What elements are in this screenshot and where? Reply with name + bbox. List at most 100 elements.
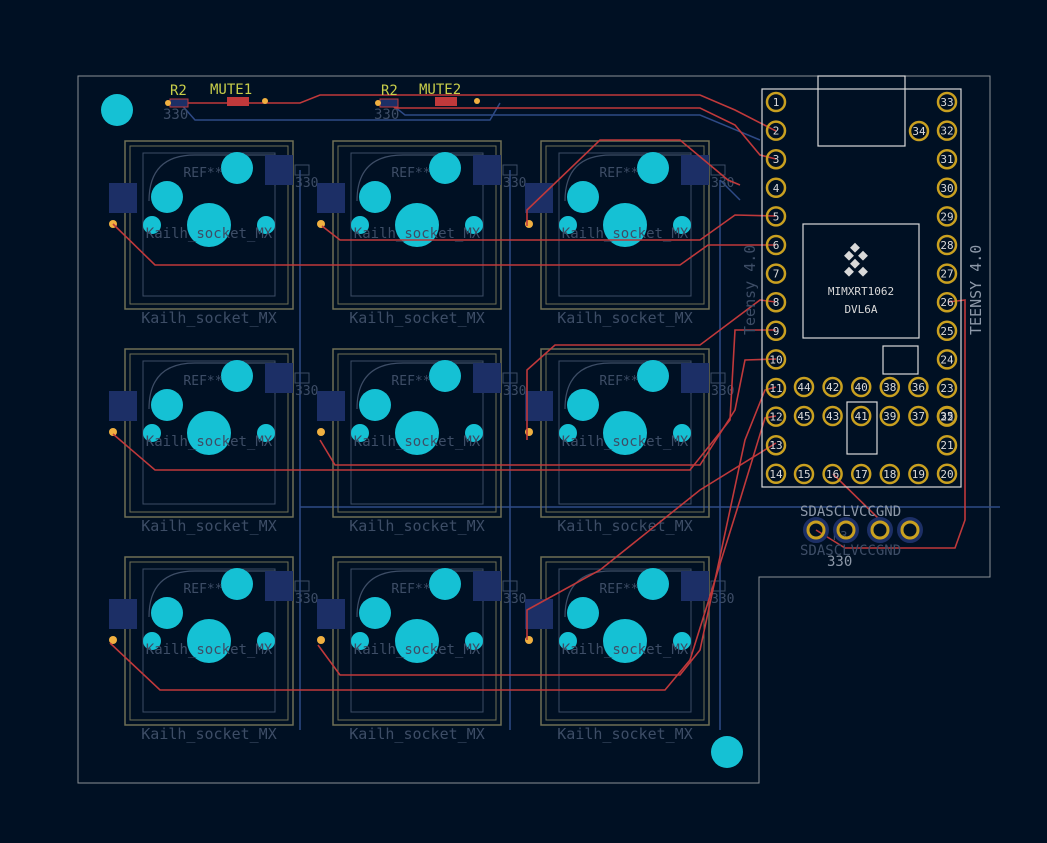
mcu-chip-outline xyxy=(802,223,920,339)
svg-text:9: 9 xyxy=(773,325,780,338)
switch-peg-hole xyxy=(143,632,161,650)
switch-peg-hole xyxy=(673,216,691,234)
switch-center-hole xyxy=(187,203,231,247)
svg-text:45: 45 xyxy=(797,410,810,423)
switch-peg-hole xyxy=(257,216,275,234)
switch-ref-label: REF** xyxy=(391,166,430,181)
socket-pad-right xyxy=(473,571,501,601)
svg-text:3: 3 xyxy=(773,153,780,166)
nxp-logo-icon xyxy=(844,242,868,277)
switch-footprint-label: Kailh_socket_MX xyxy=(349,309,484,327)
i2c-pin xyxy=(867,517,893,543)
teensy-pin-left: 7 xyxy=(765,263,787,284)
socket-pad-right xyxy=(681,571,709,601)
svg-text:41: 41 xyxy=(855,410,868,423)
svg-text:18: 18 xyxy=(883,468,896,481)
socket-pad-left xyxy=(317,599,345,629)
switch-center-hole xyxy=(187,411,231,455)
socket-pad-left xyxy=(317,183,345,213)
switch-grid: 330REF**Kailh_socket_MXKailh_socket_MX33… xyxy=(109,140,734,743)
teensy-pin-inner: 42 xyxy=(822,376,843,398)
switch-peg-hole xyxy=(351,632,369,650)
switch-pin-hole xyxy=(429,152,461,184)
teensy-pin-inner: 34 xyxy=(908,120,930,142)
socket-pad-left xyxy=(525,391,553,421)
switch-center-hole xyxy=(395,411,439,455)
switch-footprint-label-back: Kailh_socket_MX xyxy=(562,226,689,242)
switch-footprint-label: Kailh_socket_MX xyxy=(141,517,276,535)
board-edge-outline xyxy=(77,75,991,784)
teensy-pin-right: 30 xyxy=(936,177,958,199)
socket-pad-right xyxy=(473,363,501,393)
teensy-pin-left: 2 xyxy=(765,120,787,141)
resistor-value-label-2: 330 xyxy=(374,107,399,123)
svg-text:8: 8 xyxy=(773,296,780,309)
svg-text:10: 10 xyxy=(769,353,782,366)
svg-text:38: 38 xyxy=(883,381,896,394)
switch-center-hole xyxy=(603,619,647,663)
teensy-pin-inner: 39 xyxy=(879,405,901,427)
socket-pad-right xyxy=(681,155,709,185)
svg-text:36: 36 xyxy=(912,381,925,394)
switch-pin-hole xyxy=(359,181,391,213)
socket-pad-right xyxy=(681,363,709,393)
socket-pad-left xyxy=(109,391,137,421)
switch-ref-label: REF** xyxy=(599,374,638,389)
switch-footprint-label-back: Kailh_socket_MX xyxy=(562,642,689,658)
svg-text:1: 1 xyxy=(773,96,780,109)
svg-text:35: 35 xyxy=(940,410,953,423)
teensy-pin-left: 12 xyxy=(765,406,787,427)
teensy-pin-right: 20 xyxy=(936,463,958,485)
svg-text:24: 24 xyxy=(940,353,954,366)
diode-pad xyxy=(317,636,325,644)
diode-pad xyxy=(109,428,117,436)
svg-text:15: 15 xyxy=(797,468,810,481)
switch-footprint-label-back: Kailh_socket_MX xyxy=(354,226,481,242)
svg-text:27: 27 xyxy=(940,268,953,281)
switch-footprint-label: Kailh_socket_MX xyxy=(557,517,692,535)
teensy-pin-inner: 35 xyxy=(936,405,958,427)
teensy-pin-bottom: 19 xyxy=(908,463,929,485)
switch-pin-hole xyxy=(429,360,461,392)
i2c-pin-row xyxy=(803,517,923,543)
svg-text:25: 25 xyxy=(940,325,953,338)
teensy-pin-bottom: 15 xyxy=(793,463,815,485)
teensy-pin-right: 21 xyxy=(936,434,958,456)
teensy-pin-right: 29 xyxy=(936,206,958,227)
switch-footprint-label: Kailh_socket_MX xyxy=(557,309,692,327)
teensy-pin-inner: 37 xyxy=(908,405,929,427)
switch-peg-hole xyxy=(465,424,483,442)
switch-peg-hole xyxy=(143,424,161,442)
resistor-ref-label-1: R2 xyxy=(170,83,187,99)
mute-led-group-2: R2 MUTE2 330 xyxy=(374,82,480,123)
diode-value-label: 330 xyxy=(503,384,526,399)
switch-pin-hole xyxy=(221,360,253,392)
switch-peg-hole xyxy=(465,216,483,234)
svg-text:7: 7 xyxy=(773,268,780,281)
svg-text:29: 29 xyxy=(940,210,953,223)
switch-ref-label: REF** xyxy=(183,374,222,389)
teensy-pin-bottom: 18 xyxy=(879,463,901,485)
diode-outline xyxy=(710,164,726,176)
switch-ref-label: REF** xyxy=(391,582,430,597)
svg-text:13: 13 xyxy=(769,439,782,452)
teensy-pin-inner: 41 xyxy=(850,405,872,427)
diode-value-label: 330 xyxy=(503,592,526,607)
switch-pin-hole xyxy=(567,181,599,213)
switch-pin-hole xyxy=(151,389,183,421)
teensy-label-back: Teensy 4.0 xyxy=(741,245,759,335)
svg-text:40: 40 xyxy=(855,381,868,394)
switch-footprint-label-back: Kailh_socket_MX xyxy=(146,434,273,450)
teensy-pin-right: 26 xyxy=(936,291,958,313)
teensy-pin-left: 1 xyxy=(765,91,787,113)
switch-pin-hole xyxy=(637,360,669,392)
chip-label-line1: MIMXRT1062 xyxy=(828,285,894,298)
led-label-mute2: MUTE2 xyxy=(419,82,461,98)
svg-text:11: 11 xyxy=(769,382,782,395)
teensy-pin-left: 9 xyxy=(765,320,787,342)
diode-pad xyxy=(109,636,117,644)
svg-text:30: 30 xyxy=(940,182,953,195)
i2c-pin xyxy=(897,517,923,543)
socket-pad-right xyxy=(265,571,293,601)
